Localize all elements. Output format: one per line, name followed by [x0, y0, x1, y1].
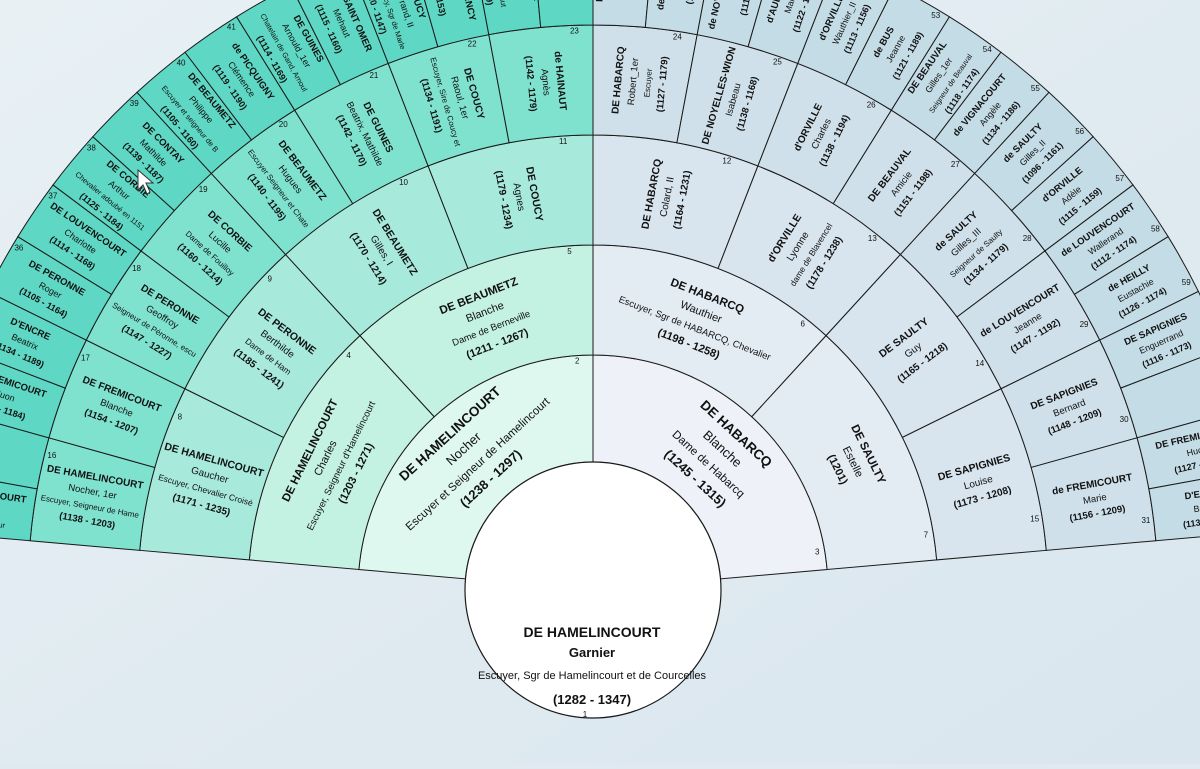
ancestor-number: 31 — [1141, 516, 1150, 525]
ancestor-number: 9 — [267, 274, 272, 283]
ancestor-number: 38 — [87, 143, 96, 152]
ancestor-number: 36 — [14, 243, 23, 252]
root-name: DE HAMELINCOURT — [524, 624, 661, 640]
ancestor-number: 53 — [931, 11, 940, 20]
ancestor-number: 15 — [1030, 514, 1039, 523]
ancestor-number: 23 — [570, 26, 579, 35]
ancestor-number: 41 — [227, 23, 236, 32]
ancestor-number: 54 — [983, 45, 992, 54]
ancestor-number: 4 — [346, 351, 351, 360]
ancestor-number: 10 — [399, 178, 408, 187]
ancestor-number: 58 — [1151, 224, 1160, 233]
ancestor-number: 37 — [48, 192, 57, 201]
ancestor-number: 28 — [1023, 234, 1032, 243]
ancestor-number: 11 — [559, 137, 568, 146]
ancestor-number: 39 — [130, 99, 139, 108]
ancestor-number: 40 — [177, 58, 186, 67]
ancestor-sector-47[interactable] — [531, 0, 593, 27]
root-person[interactable]: DE HAMELINCOURT Garnier Escuyer, Sgr de … — [465, 462, 721, 719]
ancestor-number: 20 — [279, 120, 288, 129]
ancestor-number: 27 — [951, 160, 960, 169]
ancestor-number: 7 — [924, 530, 929, 539]
ancestor-number: 16 — [47, 451, 56, 460]
ancestor-number: 24 — [673, 32, 682, 41]
ancestor-number: 56 — [1075, 127, 1084, 136]
root-dates: (1282 - 1347) — [553, 692, 631, 707]
ancestor-number: 59 — [1182, 278, 1191, 287]
ancestor-number: 22 — [468, 39, 477, 48]
ancestor-number: 18 — [132, 264, 141, 273]
ancestor-number: 25 — [773, 57, 782, 66]
ancestor-number: 2 — [575, 357, 580, 366]
ancestor-number: 3 — [815, 547, 820, 556]
ancestor-number: 57 — [1115, 174, 1124, 183]
ancestor-number: 13 — [868, 234, 877, 243]
ancestor-number: 19 — [199, 185, 208, 194]
ancestor-number: 29 — [1080, 320, 1089, 329]
root-note: Escuyer, Sgr de Hamelincourt et de Courc… — [478, 670, 707, 682]
ancestor-number: 12 — [722, 157, 731, 166]
ancestor-number: 5 — [567, 247, 572, 256]
ancestor-number: 55 — [1031, 84, 1040, 93]
root-number: 1 — [583, 710, 588, 719]
ancestor-number: 6 — [801, 319, 806, 328]
ancestor-number: 14 — [975, 359, 984, 368]
ancestor-number: 26 — [867, 100, 876, 109]
ancestor-number: 17 — [81, 353, 90, 362]
ancestor-number: 30 — [1120, 415, 1129, 424]
ancestor-number: 8 — [178, 412, 183, 421]
ancestor-number: 21 — [369, 71, 378, 80]
root-given: Garnier — [569, 645, 615, 660]
